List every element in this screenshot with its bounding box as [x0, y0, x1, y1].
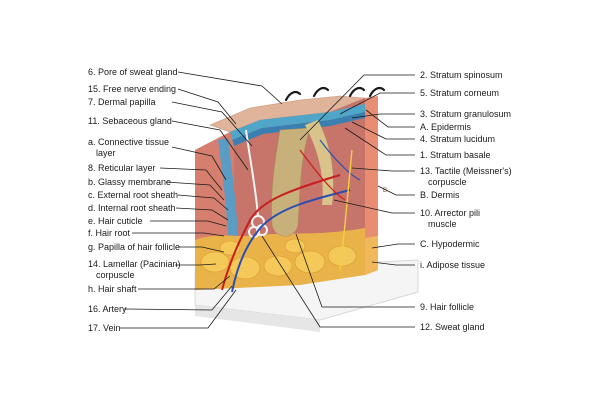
stratum-band — [230, 104, 365, 140]
leader-r5 — [351, 121, 415, 140]
leader-l7 — [165, 181, 225, 201]
leader-r9 — [333, 199, 415, 214]
label-adipose-tissue: i. Adipose tissue — [420, 260, 486, 270]
leader-r1 — [299, 74, 415, 141]
hypodermis-side — [365, 236, 378, 275]
leader-r11 — [371, 261, 415, 266]
leader-l5 — [171, 146, 227, 181]
label-hair-follicle: 9. Hair follicle — [420, 302, 475, 312]
leader-l8 — [177, 194, 229, 211]
leader-l10 — [150, 220, 227, 227]
label-dermal-papilla: 7. Dermal papilla — [88, 97, 156, 107]
leader-l16 — [120, 289, 237, 329]
label-lamellar-corpuscle-1: 14. Lamellar (Pacinian) — [88, 259, 181, 269]
label-connective-tissue-layer-1: a. Connective tissue — [88, 137, 170, 147]
label-arrector-pili-2: muscle — [428, 219, 457, 229]
leader-r8 — [377, 185, 415, 196]
model-side-face — [365, 96, 378, 275]
blood-vessels — [221, 139, 361, 293]
label-connective-tissue-layer-2: layer — [96, 148, 116, 158]
label-arrector-pili-1: 10. Arrector pili — [420, 208, 481, 218]
label-pore-of-sweat-gland: 6. Pore of sweat gland — [88, 67, 178, 77]
leader-r4 — [365, 109, 415, 128]
label-sebaceous-gland: 11. Sebaceous gland — [88, 116, 172, 126]
label-internal-root-sheath: d. Internal root sheath — [88, 203, 176, 213]
leader-l12 — [178, 246, 225, 253]
leader-l1 — [177, 71, 283, 105]
leader-r3 — [351, 113, 415, 119]
hair-follicle-left — [218, 138, 238, 236]
label-hair-root: f. Hair root — [88, 228, 131, 238]
label-stratum-granulosum: 3. Stratum granulosum — [420, 109, 512, 119]
label-hair-cuticle: e. Hair cuticle — [88, 216, 143, 226]
leader-l13 — [175, 263, 217, 266]
label-stratum-spinosum: 2. Stratum spinosum — [420, 70, 503, 80]
leader-r6 — [344, 127, 415, 156]
leader-l3 — [171, 101, 253, 147]
label-hypodermic: C. Hypodermic — [420, 239, 480, 249]
label-artery: 16. Artery — [88, 304, 127, 314]
leader-r2 — [339, 92, 415, 115]
leader-lines — [120, 71, 415, 329]
label-tactile-corpuscle-2: corpuscle — [428, 177, 467, 187]
label-reticular-layer: 8. Reticular layer — [88, 163, 156, 173]
label-external-root-sheath: c. External root sheath — [88, 190, 179, 200]
label-glassy-membrane: b. Glassy membrane — [88, 177, 172, 187]
label-vein: 17. Vein — [88, 323, 121, 333]
leader-r10 — [371, 243, 415, 249]
label-lamellar-corpuscle-2: corpuscle — [96, 270, 135, 280]
dermis-letter-b: B — [383, 188, 387, 194]
leader-l2 — [177, 88, 237, 125]
leader-l11 — [132, 232, 225, 237]
label-dermis: B. Dermis — [420, 190, 460, 200]
label-papilla-of-hair-follicle: g. Papilla of hair follicle — [88, 242, 181, 252]
hair-strands — [284, 86, 386, 102]
leader-l6 — [159, 167, 223, 191]
label-stratum-basale: 1. Stratum basale — [420, 150, 491, 160]
label-sweat-gland: 12. Sweat gland — [420, 322, 485, 332]
leader-l4 — [171, 120, 249, 171]
label-stratum-lucidum: 4. Stratum lucidum — [420, 134, 496, 144]
label-tactile-corpuscle-1: 13. Tactile (Meissner's) — [420, 166, 512, 176]
leader-r7 — [351, 167, 415, 172]
nerve-fiber — [339, 149, 353, 271]
label-stratum-corneum: 5. Stratum corneum — [420, 88, 500, 98]
leader-l15 — [123, 285, 233, 311]
label-hair-shaft: h. Hair shaft — [88, 284, 137, 294]
model-base-front — [195, 305, 320, 332]
label-epidermis: A. Epidermis — [420, 122, 472, 132]
hair-follicle-main — [271, 127, 311, 237]
leader-r13 — [261, 235, 415, 328]
leader-r12 — [295, 233, 415, 308]
leader-l14 — [138, 275, 231, 290]
label-free-nerve-ending: 15. Free nerve ending — [88, 84, 177, 94]
leader-l9 — [175, 207, 229, 221]
